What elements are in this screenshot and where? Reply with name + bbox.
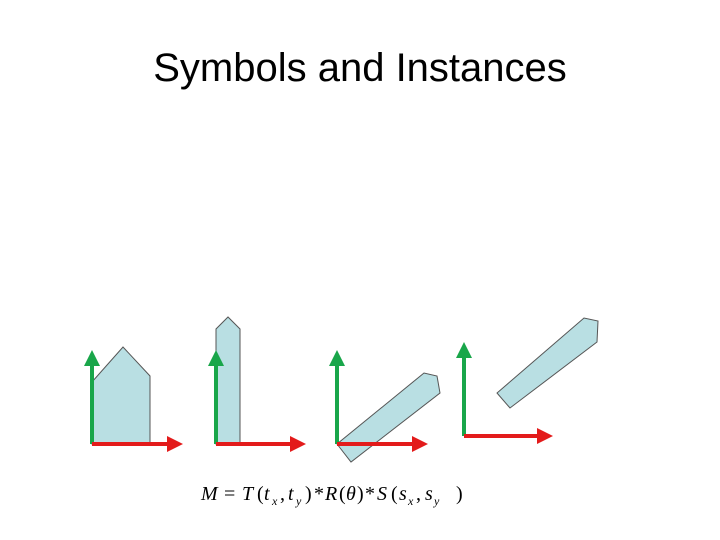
formula-ty: t bbox=[288, 483, 294, 505]
formula-comma: , bbox=[416, 483, 421, 505]
formula-open: ( bbox=[339, 483, 346, 505]
formula-sx-sub: x bbox=[407, 494, 414, 508]
formula-sy-sub: y bbox=[433, 494, 440, 508]
formula-sy: s bbox=[425, 483, 433, 505]
symbol-shape bbox=[91, 346, 151, 445]
formula-theta: θ bbox=[346, 483, 356, 505]
formula-ty-sub: y bbox=[295, 494, 302, 508]
instance-translated bbox=[456, 317, 599, 444]
formula-star: * bbox=[314, 483, 324, 505]
slide-title: Symbols and Instances bbox=[153, 46, 567, 90]
transform-formula: M = T ( t x , t y ) * R ( θ ) * S ( s x … bbox=[200, 483, 463, 508]
formula-t: T bbox=[242, 483, 255, 505]
formula-s: S bbox=[377, 483, 387, 505]
formula-tx: t bbox=[264, 483, 270, 505]
formula-sx: s bbox=[399, 483, 407, 505]
formula-close: ) bbox=[456, 483, 463, 505]
formula-close: ) bbox=[357, 483, 364, 505]
symbol-shape-rotated bbox=[336, 372, 441, 463]
symbol-shape-translated bbox=[496, 317, 599, 409]
formula-close: ) bbox=[305, 483, 312, 505]
formula-eq: = bbox=[224, 483, 235, 505]
symbol-shape-scaled bbox=[215, 316, 241, 445]
instance-original bbox=[84, 346, 183, 452]
formula-r: R bbox=[324, 483, 337, 505]
instance-scaled bbox=[208, 316, 306, 452]
formula-star: * bbox=[365, 483, 375, 505]
formula-open: ( bbox=[257, 483, 264, 505]
instance-rotated bbox=[329, 350, 441, 463]
formula-comma: , bbox=[280, 483, 285, 505]
formula-m: M bbox=[200, 483, 219, 505]
formula-tx-sub: x bbox=[271, 494, 278, 508]
formula-open: ( bbox=[391, 483, 398, 505]
